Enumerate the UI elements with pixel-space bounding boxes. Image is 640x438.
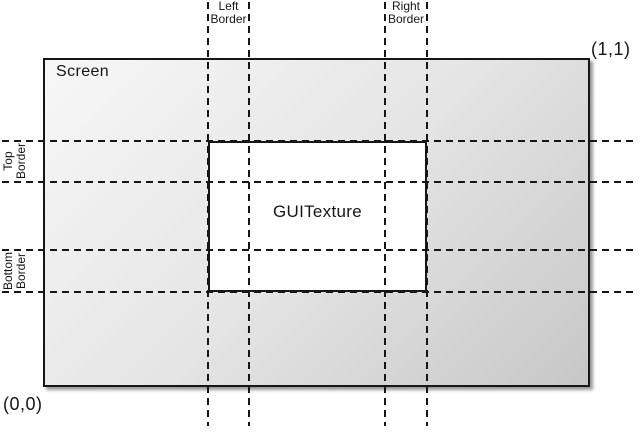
right-border-label: Right Border	[382, 0, 430, 26]
right-border-line-outer	[426, 2, 428, 426]
left-border-label-line2: Border	[210, 12, 247, 26]
bottom-border-label-line2: Border	[14, 252, 28, 290]
left-border-label-line1: Left	[218, 0, 239, 13]
left-border-label: Left Border	[205, 0, 252, 26]
top-border-line-inner	[2, 181, 638, 183]
bottom-border-line-inner	[2, 249, 638, 251]
bottom-border-label: Bottom Border	[1, 250, 30, 292]
screen-label: Screen	[56, 63, 110, 80]
guitexture-rect	[208, 141, 427, 292]
right-border-line-inner	[384, 2, 386, 426]
top-border-label-line2: Border	[14, 142, 28, 180]
origin-coordinate-label: (0,0)	[3, 394, 43, 414]
right-border-label-line1: Right	[391, 0, 420, 13]
guitexture-label: GUITexture	[273, 202, 362, 221]
top-border-label: Top Border	[1, 140, 30, 182]
top-right-coordinate-label: (1,1)	[591, 39, 631, 59]
bottom-border-line-outer	[2, 291, 638, 293]
top-border-line-outer	[2, 140, 638, 142]
right-border-label-line2: Border	[387, 12, 425, 26]
left-border-line-inner	[248, 2, 250, 426]
left-border-line-outer	[207, 2, 209, 426]
